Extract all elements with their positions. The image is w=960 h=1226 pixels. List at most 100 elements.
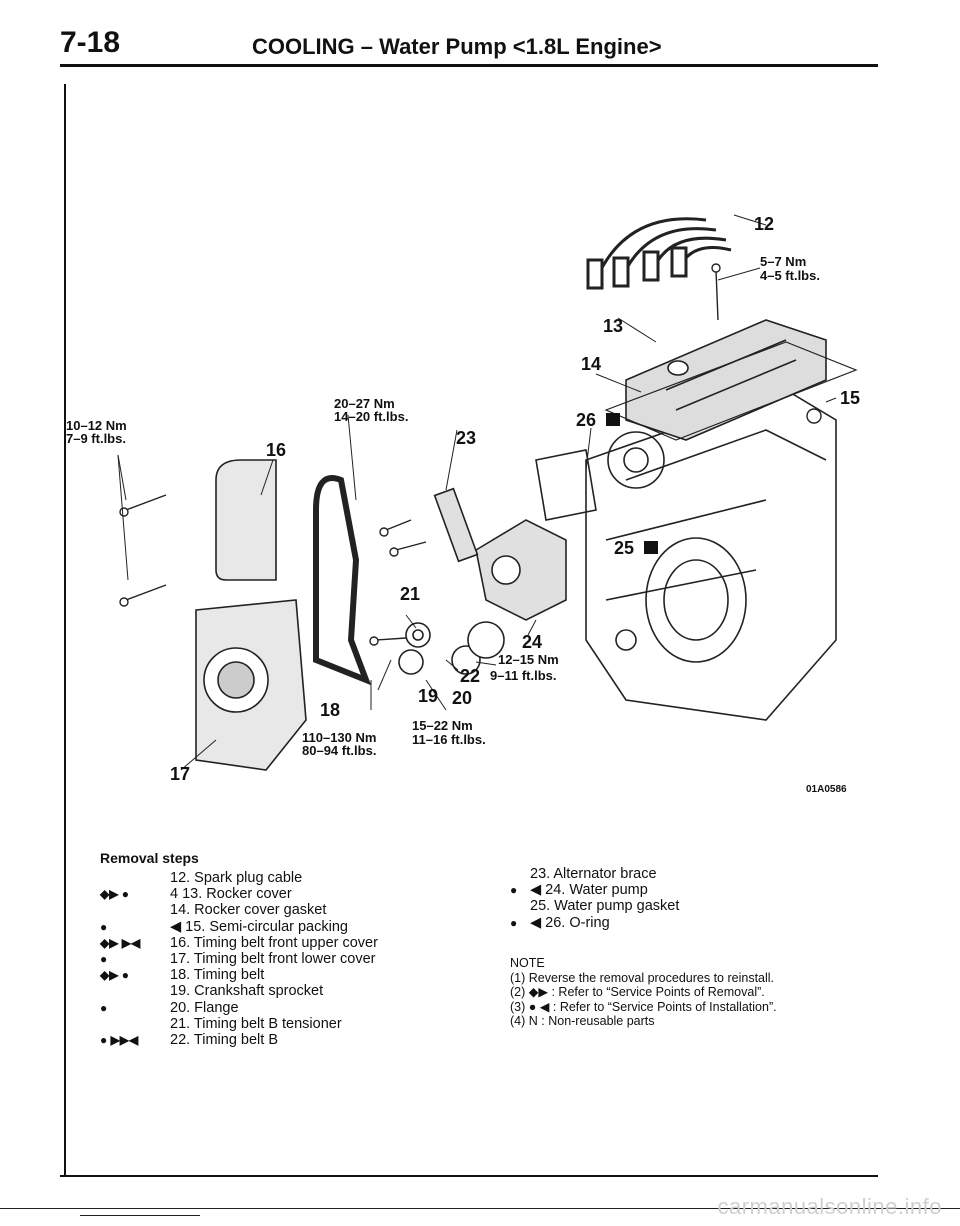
callout-14: 14 (581, 354, 601, 374)
torque-12-nm: 5–7 Nm (760, 254, 806, 269)
step-marks: ● (510, 915, 518, 930)
note-block: NOTE (1) Reverse the removal procedures … (510, 956, 860, 1029)
torque-12-ft: 4–5 ft.lbs. (760, 268, 820, 283)
step-text: 22. Timing belt B (170, 1032, 278, 1049)
torque-19-ft: 11–16 ft.lbs. (412, 732, 486, 747)
step-row: 23. Alternator brace (510, 866, 850, 882)
step-row: ◆▶ ● 18. Timing belt (100, 967, 400, 983)
step-row: ● 20. Flange (100, 1000, 400, 1016)
callout-13: 13 (603, 316, 623, 336)
step-text: 12. Spark plug cable (170, 870, 303, 886)
step-row: 14. Rocker cover gasket (100, 902, 400, 918)
torque-18-nm: 110–130 Nm (302, 730, 376, 745)
note-text: ◆▶ : Refer to “Service Points of Removal… (528, 985, 765, 999)
step-marks (100, 902, 170, 918)
step-marks (510, 898, 530, 914)
torque-22-ft: 9–11 ft.lbs. (490, 668, 556, 683)
sprockets (398, 621, 505, 675)
step-row: 19. Crankshaft sprocket (100, 983, 400, 999)
callout-20: 20 (452, 688, 472, 708)
footer-line (0, 1208, 960, 1209)
step-marks: ● (100, 1000, 108, 1015)
step-row: ● 17. Timing belt front lower cover (100, 951, 400, 967)
page-title: COOLING – Water Pump <1.8L Engine> (252, 34, 662, 59)
step-text: 16. Timing belt front upper cover (170, 934, 378, 951)
callout-25: 25 (614, 538, 634, 558)
step-text: 20. Flange (170, 999, 239, 1016)
callout-15: 15 (840, 388, 860, 408)
timing-belt-covers (195, 459, 307, 771)
step-row: ● ◀ 24. Water pump (510, 882, 850, 898)
footer-line-short (80, 1215, 200, 1216)
torque-18-ft: 80–94 ft.lbs. (302, 743, 376, 758)
torque-16-ft: 7–9 ft.lbs. (66, 431, 126, 446)
note-text: N : Non-reusable parts (528, 1014, 655, 1028)
step-text: 19. Crankshaft sprocket (170, 983, 324, 1000)
step-marks: ● (510, 883, 518, 898)
step-marks (100, 870, 170, 886)
note-item: (1) Reverse the removal procedures to re… (510, 971, 860, 986)
header-rule (60, 64, 878, 67)
step-text: 4 13. Rocker cover (170, 886, 292, 903)
step-marks: ● ▶▶◀ (100, 1033, 139, 1048)
step-row: 12. Spark plug cable (100, 870, 400, 886)
note-num: (3) (510, 999, 526, 1014)
callout-17: 17 (170, 764, 190, 784)
step-marks: ◆▶ ▶◀ (100, 935, 141, 950)
callout-26: 26 (576, 410, 596, 430)
step-marks (100, 983, 170, 999)
leader-lines (117, 214, 837, 771)
note-num: (4) (510, 1014, 526, 1028)
frame-left-rule (64, 84, 66, 1176)
timing-belt (313, 475, 372, 686)
step-marks: ◆▶ ● (100, 968, 130, 983)
note-item: (4) N : Non-reusable parts (510, 1014, 860, 1029)
removal-steps-right: 23. Alternator brace ● ◀ 24. Water pump 2… (510, 866, 850, 931)
rocker-cover (625, 319, 827, 441)
water-pump-exploded-diagram: 12 5–7 Nm 4–5 ft.lbs. 13 14 15 10–12 Nm … (66, 214, 860, 784)
rocker-cover-gasket (604, 341, 858, 441)
step-text: 18. Timing belt (170, 967, 265, 984)
note-text: ● ◀ : Refer to “Service Points of Instal… (528, 999, 777, 1014)
step-row: ◆▶ ▶◀ 16. Timing belt front upper cover (100, 935, 400, 951)
callout-12: 12 (754, 214, 774, 234)
torque-22-nm: 12–15 Nm (498, 652, 559, 667)
callout-19: 19 (418, 686, 438, 706)
callout-16: 16 (266, 440, 286, 460)
note-num: (2) (510, 985, 526, 999)
note-text: Reverse the removal procedures to reinst… (528, 970, 775, 985)
watermark: carmanualsonline.info (717, 1194, 942, 1219)
step-row: 21. Timing belt B tensioner (100, 1016, 400, 1032)
step-row: ● ▶▶◀ 22. Timing belt B (100, 1032, 400, 1048)
step-marks (100, 1016, 170, 1032)
callout-23: 23 (456, 428, 476, 448)
step-marks: ● (100, 952, 108, 967)
non-reusable-badge-25 (644, 541, 658, 554)
bolts (119, 263, 822, 646)
torque-23-ft: 14–20 ft.lbs. (334, 409, 408, 424)
step-text: ◀ 24. Water pump (530, 882, 648, 899)
step-marks (510, 866, 530, 882)
note-item: (3) ● ◀ : Refer to “Service Points of In… (510, 1000, 860, 1015)
diagram-code: 01A0586 (806, 784, 847, 795)
callout-24: 24 (522, 632, 542, 652)
spark-plug-cables (586, 217, 732, 290)
step-text: 21. Timing belt B tensioner (170, 1015, 342, 1032)
step-marks: ◆▶ ● (100, 887, 130, 902)
step-text: 17. Timing belt front lower cover (170, 951, 376, 968)
removal-steps-left: 12. Spark plug cable ◆▶ ● 4 13. Rocker co… (100, 870, 400, 1048)
step-row: ● ◀ 15. Semi-circular packing (100, 919, 400, 935)
step-row: ◆▶ ● 4 13. Rocker cover (100, 886, 400, 902)
non-reusable-badge-26 (606, 413, 620, 426)
torque-23-nm: 20–27 Nm (334, 396, 395, 411)
step-text: ◀ 15. Semi-circular packing (170, 918, 348, 935)
step-text: 25. Water pump gasket (530, 898, 680, 915)
step-text: ◀ 26. O-ring (530, 914, 610, 931)
step-marks: ● (100, 919, 108, 934)
note-heading: NOTE (510, 956, 545, 970)
step-text: 23. Alternator brace (530, 866, 657, 882)
torque-19-nm: 15–22 Nm (412, 718, 473, 733)
step-row: ● ◀ 26. O-ring (510, 915, 850, 931)
water-pump (433, 487, 567, 621)
callout-18: 18 (320, 700, 340, 720)
